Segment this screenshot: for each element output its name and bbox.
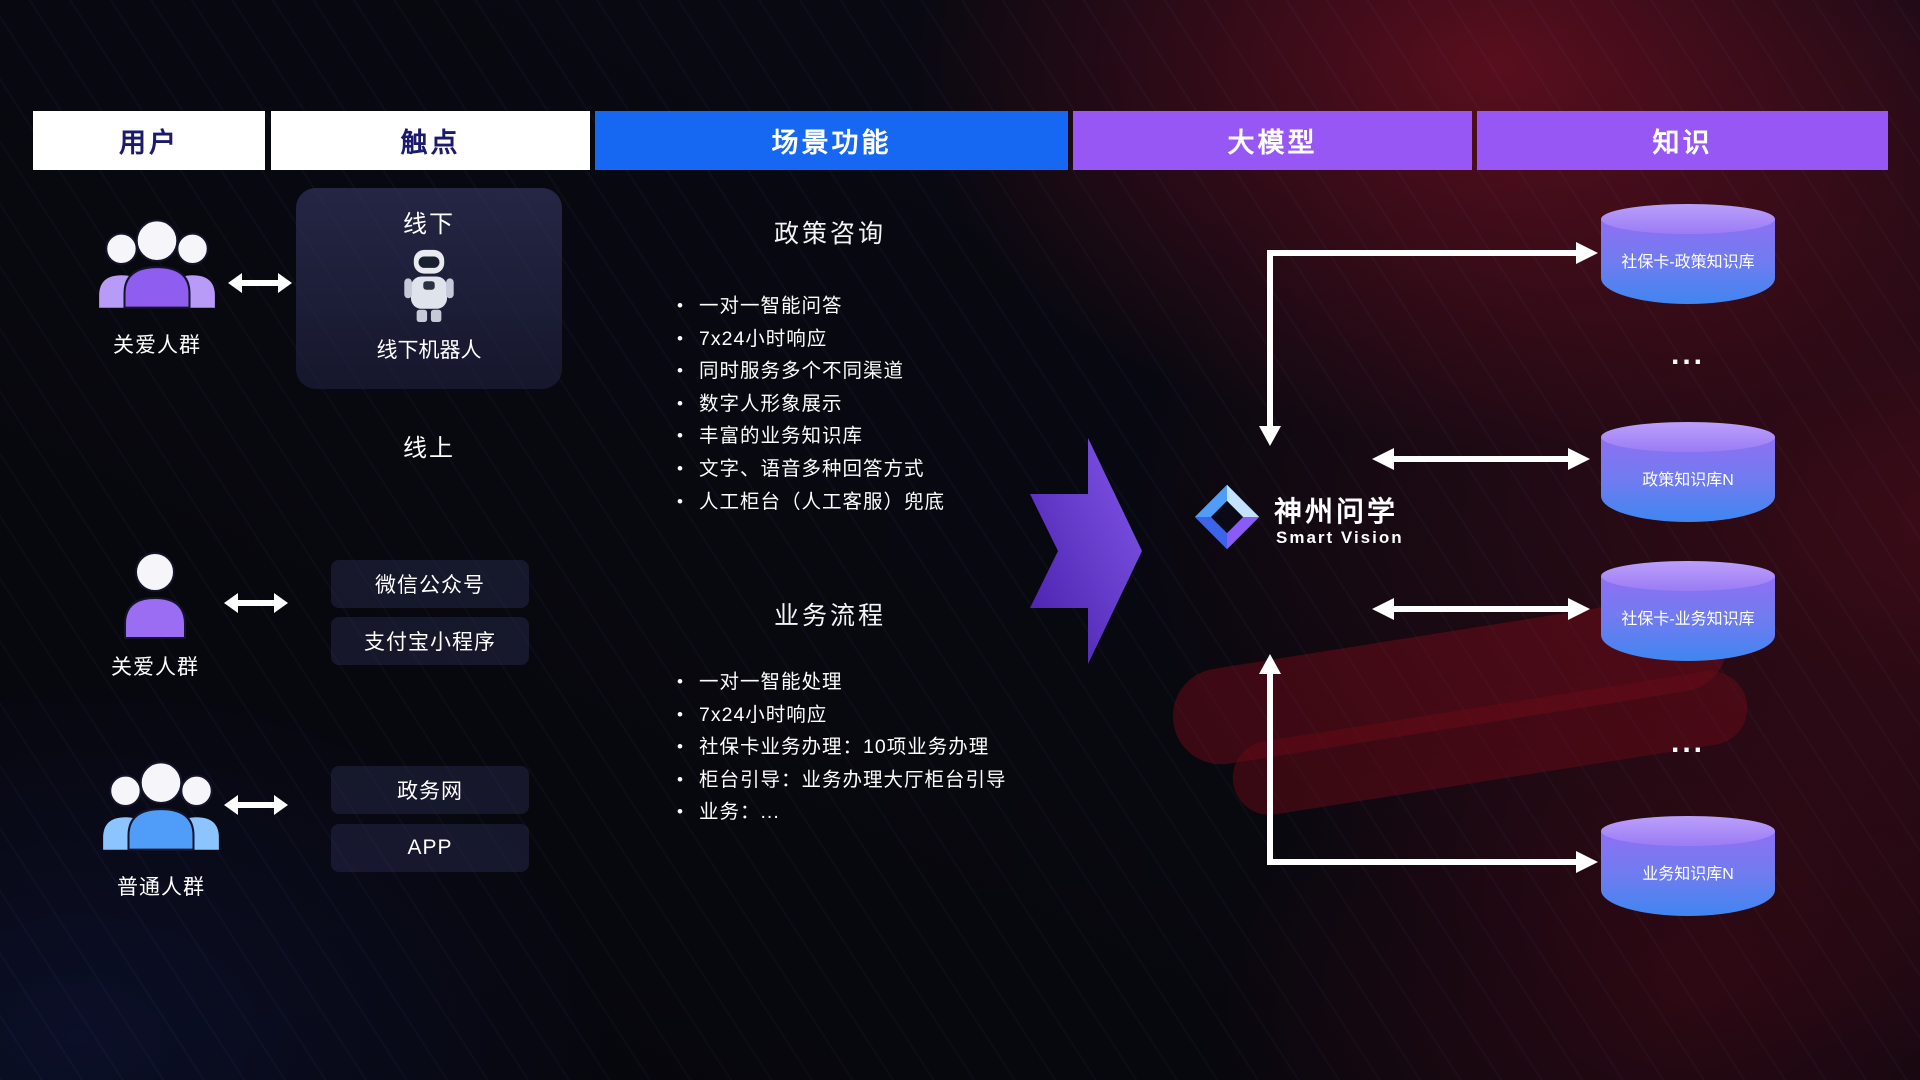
user-group-general: 普通人群	[86, 748, 236, 901]
bullet-item: 一对一智能问答	[677, 290, 945, 323]
header-large-model: 大模型	[1073, 111, 1472, 170]
bullet-item: 人工柜台（人工客服）兜底	[677, 486, 945, 519]
online-title: 线上	[403, 435, 455, 462]
diamond-logo-icon	[1194, 484, 1260, 550]
kb-policy-n: 政策知识库N	[1601, 422, 1775, 522]
channel-wechat: 微信公众号	[331, 560, 529, 608]
people-group-blue-icon	[103, 761, 219, 851]
db-cylinder-top	[1601, 561, 1775, 591]
kb-social-business: 社保卡-业务知识库	[1601, 561, 1775, 661]
bullet-item: 7x24小时响应	[677, 323, 945, 356]
flow-arrow-icon	[1030, 438, 1142, 664]
bullet-item: 数字人形象展示	[677, 388, 945, 421]
kb-business-n: 业务知识库N	[1601, 816, 1775, 916]
offline-touchpoint-card: 线下 线下机器人	[296, 188, 562, 389]
header-knowledge: 知识	[1477, 111, 1888, 170]
user-group-care-1: 关爱人群	[82, 206, 232, 359]
header-users: 用户	[33, 111, 265, 170]
model-brand-name: 神州问学	[1274, 496, 1399, 527]
kb-label: 社保卡-政策知识库	[1621, 253, 1755, 271]
model-brand-subtitle: Smart Vision	[1276, 528, 1404, 547]
bullet-item: 社保卡业务办理：10项业务办理	[677, 731, 1007, 764]
user-group-label: 普通人群	[117, 876, 205, 899]
user-group-label: 关爱人群	[111, 656, 199, 679]
channel-alipay-miniapp: 支付宝小程序	[331, 617, 529, 665]
channel-app: APP	[331, 824, 529, 872]
db-cylinder-top	[1601, 816, 1775, 846]
double-arrow-icon	[224, 795, 288, 815]
offline-robot-label: 线下机器人	[376, 339, 482, 362]
header-scenario-functions: 场景功能	[595, 111, 1068, 170]
people-group-purple-icon	[99, 219, 215, 309]
bullet-item: 文字、语音多种回答方式	[677, 453, 945, 486]
double-arrow-icon	[224, 593, 288, 613]
user-group-label: 关爱人群	[113, 334, 201, 357]
robot-icon	[404, 249, 454, 323]
header-touchpoints: 触点	[271, 111, 590, 170]
business-process-bullet-list: 一对一智能处理 7x24小时响应 社保卡业务办理：10项业务办理 柜台引导：业务…	[677, 666, 1007, 829]
section-title-policy-consult: 政策咨询	[773, 220, 886, 248]
bullet-item: 7x24小时响应	[677, 699, 1007, 732]
kb-label: 政策知识库N	[1642, 471, 1734, 489]
db-cylinder-top	[1601, 204, 1775, 234]
section-title-business-process: 业务流程	[773, 602, 886, 630]
person-purple-icon	[124, 552, 186, 639]
bullet-item: 柜台引导：业务办理大厅柜台引导	[677, 764, 1007, 797]
kb-label: 业务知识库N	[1642, 865, 1734, 883]
policy-consult-bullet-list: 一对一智能问答 7x24小时响应 同时服务多个不同渠道 数字人形象展示 丰富的业…	[677, 290, 945, 518]
knowledge-ellipsis: ...	[1670, 726, 1705, 759]
offline-title: 线下	[403, 211, 455, 238]
channel-gov-web: 政务网	[331, 766, 529, 814]
knowledge-ellipsis: ...	[1670, 338, 1705, 371]
kb-social-policy: 社保卡-政策知识库	[1601, 204, 1775, 304]
kb-label: 社保卡-业务知识库	[1621, 610, 1755, 628]
bullet-item: 业务：...	[677, 796, 1007, 829]
user-single-care: 关爱人群	[100, 548, 210, 681]
double-arrow-icon	[228, 273, 292, 293]
bullet-item: 同时服务多个不同渠道	[677, 355, 945, 388]
db-cylinder-top	[1601, 422, 1775, 452]
bullet-item: 一对一智能处理	[677, 666, 1007, 699]
bullet-item: 丰富的业务知识库	[677, 420, 945, 453]
